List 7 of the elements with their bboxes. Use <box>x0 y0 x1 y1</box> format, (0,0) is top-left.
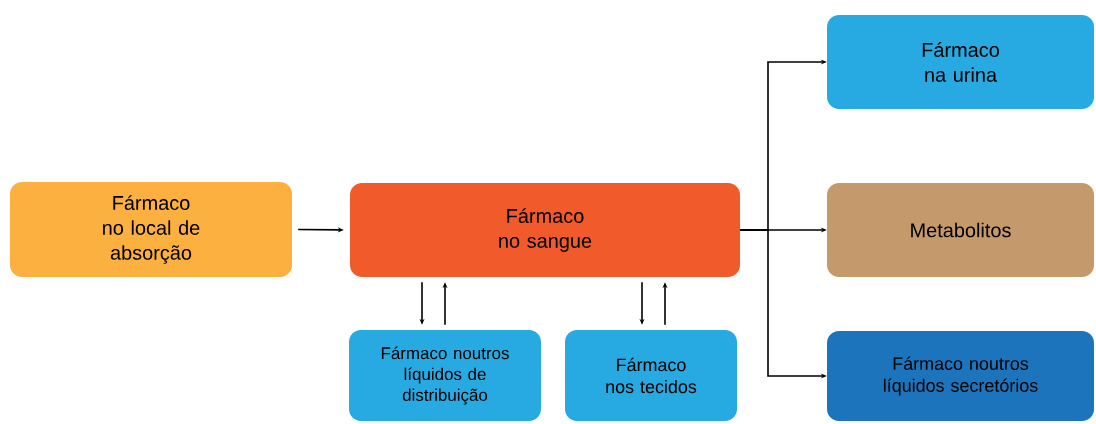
process-box: Fármaco noutros líquidos de distribuição <box>349 330 541 421</box>
process-box: Fármaco nos tecidos <box>565 330 737 421</box>
process-box: Fármaco noutros líquidos secretórios <box>827 331 1094 421</box>
process-box: Metabolitos <box>827 183 1094 277</box>
process-box: Fármaco no local de absorção <box>10 182 292 277</box>
process-box: Fármaco no sangue <box>350 183 740 277</box>
process-box: Fármaco na urina <box>827 15 1094 109</box>
